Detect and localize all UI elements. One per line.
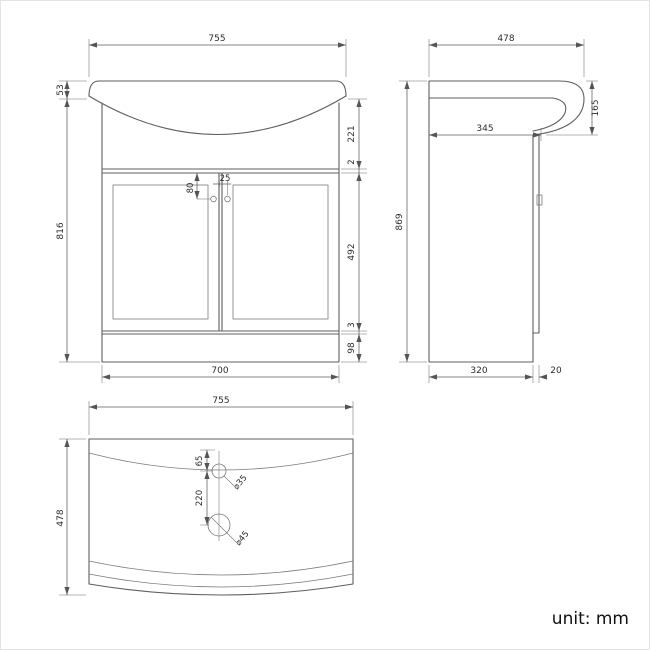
dim-label-door-thickness: 20	[550, 366, 562, 376]
dim-label-front-overall-width: 755	[208, 34, 225, 44]
left-door-handle	[210, 195, 217, 203]
basin-front-underside-curve	[88, 95, 347, 135]
basin-plan-outline	[88, 438, 354, 596]
cabinet-front-outline	[101, 102, 340, 363]
plan-extension-lines	[59, 401, 354, 596]
dim-label-basin-front-height: 165	[591, 99, 601, 116]
dim-label-basin-section: 221	[347, 125, 357, 142]
unit-label: unit: mm	[552, 609, 629, 629]
front-view: 755 53 816 221 2 492 3 98 700 80 25	[56, 34, 367, 383]
dim-label-tap-hole-offset: 65	[195, 456, 205, 467]
dim-label-handle-drop: 80	[186, 183, 196, 194]
dim-label-hole-spacing: 220	[195, 490, 205, 506]
basin-bowl-contours	[88, 452, 354, 588]
plan-view: 755 478 65 220 ⌀35 ⌀45	[56, 396, 354, 596]
left-door-panel	[112, 184, 209, 320]
dim-label-bottom-gap: 3	[347, 322, 357, 327]
dim-label-plinth-height: 98	[347, 342, 357, 354]
right-door-handle	[224, 195, 231, 203]
dim-label-plan-overall-width: 755	[212, 396, 229, 406]
side-profile-outline	[428, 80, 585, 363]
side-door-handle	[536, 194, 543, 206]
dim-label-plan-overall-depth: 478	[56, 509, 66, 526]
dim-label-waste-hole-diameter: ⌀45	[234, 529, 252, 548]
right-door-panel	[232, 184, 329, 320]
dim-label-basin-rim-height: 53	[56, 84, 66, 95]
dim-label-cabinet-height: 816	[56, 222, 66, 239]
dim-label-side-overall-depth: 478	[497, 34, 514, 44]
dim-label-tap-hole-diameter: ⌀35	[232, 473, 250, 492]
side-view: 478 869 345 165 320 20	[395, 34, 601, 383]
dim-label-carcass-depth: 320	[470, 366, 487, 376]
basin-front-top-outline	[88, 80, 347, 97]
hole-leader-lines	[210, 475, 238, 544]
dim-label-side-overall-height: 869	[395, 213, 405, 230]
dim-label-cabinet-width: 700	[211, 366, 228, 376]
dim-label-basin-inner-depth: 345	[476, 124, 493, 134]
dim-label-door-height: 492	[347, 243, 357, 260]
dim-label-handle-offset: 25	[220, 174, 231, 184]
dim-label-top-gap: 2	[347, 159, 357, 164]
